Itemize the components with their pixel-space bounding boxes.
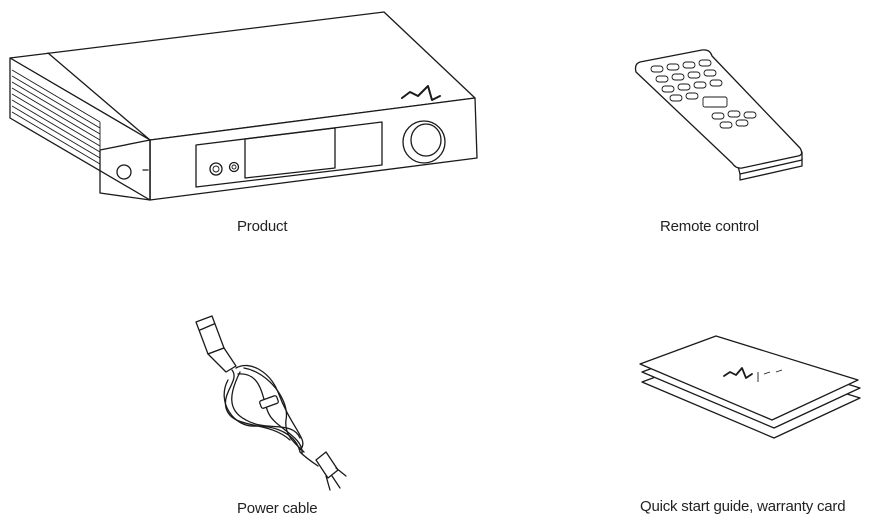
power-cable-caption: Power cable [237, 500, 318, 517]
product-caption: Product [237, 218, 288, 235]
booklet-caption: Quick start guide, warranty card [640, 498, 846, 515]
remote-control-caption: Remote control [660, 218, 759, 235]
